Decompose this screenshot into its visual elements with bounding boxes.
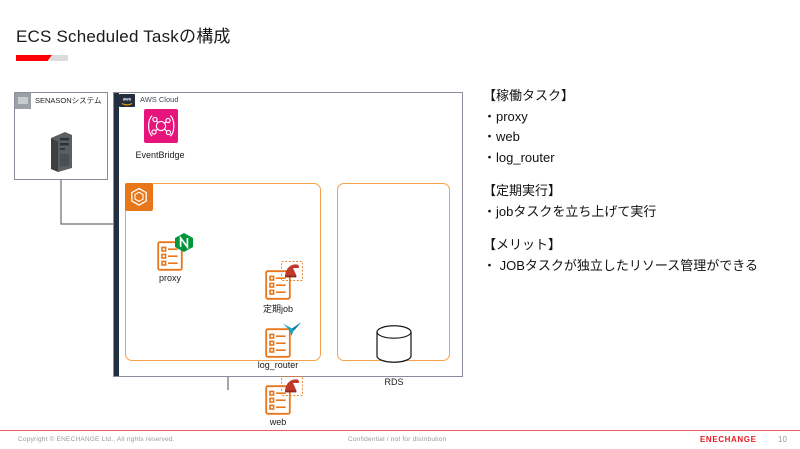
database-cylinder-icon	[376, 325, 412, 363]
fluentbit-icon	[283, 322, 301, 336]
rds-label: RDS	[384, 377, 404, 387]
notes-item-1-1: ・proxy	[483, 108, 528, 124]
eventbridge-icon	[144, 109, 178, 143]
architecture-diagram: SENASONシステム aws AWS Cloud	[0, 80, 480, 427]
ecs-service-icon	[125, 183, 153, 211]
ecs-task-icon	[265, 376, 303, 415]
senason-system-label: SENASONシステム	[35, 96, 102, 105]
aws-cloud-label: AWS Cloud	[140, 95, 179, 104]
laravel-icon	[281, 261, 303, 281]
notes-column: 【稼働タスク】 ・proxy ・web ・log_router 【定期実行】 ・…	[483, 86, 793, 276]
laravel-icon	[281, 376, 303, 396]
eventbridge-label: EventBridge	[135, 150, 185, 160]
server-tower-icon	[51, 132, 72, 172]
task-label: proxy	[158, 273, 181, 283]
task-proxy[interactable]: proxy	[148, 233, 193, 283]
page-number: 10	[778, 435, 787, 444]
notes-item-1-2: ・web	[483, 129, 520, 145]
footer-copyright: Copyright © ENECHANGE Ltd., All rights r…	[18, 436, 175, 443]
task-label: 定期job	[262, 304, 293, 314]
rds-node[interactable]: RDS	[364, 323, 424, 387]
notes-item-2-1: ・jobタスクを立ち上げて実行	[483, 203, 657, 219]
enechange-logo: ENECHANGE	[700, 435, 757, 444]
notes-item-1-3: ・log_router	[483, 149, 555, 165]
notes-heading-1: 【稼働タスク】	[483, 88, 575, 103]
task-scheduled-job[interactable]: 定期job	[256, 261, 303, 315]
notes-heading-3: 【メリット】	[483, 237, 562, 253]
task-label: log_router	[257, 360, 299, 370]
footer-divider	[0, 430, 800, 431]
task-web[interactable]: web	[256, 376, 303, 427]
title-accent-bar	[16, 55, 68, 61]
footer-confidential: Confidential / not for distribution	[348, 436, 447, 443]
aws-logo-icon: aws	[119, 94, 135, 107]
ecs-task-icon	[265, 261, 303, 300]
ecs-task-icon	[265, 322, 301, 358]
accent-red-segment	[16, 55, 52, 61]
aws-cloud-edge	[114, 93, 119, 376]
notes-item-3-1: ・ JOBタスクが独立したリソース管理ができる	[483, 257, 758, 273]
notes-spacer-1	[483, 168, 793, 181]
notes-spacer-2	[483, 222, 793, 235]
svg-text:aws: aws	[123, 97, 132, 102]
page-title: ECS Scheduled Taskの構成	[16, 27, 231, 46]
task-label: web	[269, 417, 287, 427]
system-boundary-icon	[15, 93, 32, 110]
ecs-task-icon	[157, 233, 193, 271]
task-log-router[interactable]: log_router	[256, 322, 301, 370]
nginx-icon	[175, 233, 193, 252]
notes-heading-2: 【定期実行】	[483, 183, 562, 199]
accent-gray-segment	[50, 55, 68, 61]
